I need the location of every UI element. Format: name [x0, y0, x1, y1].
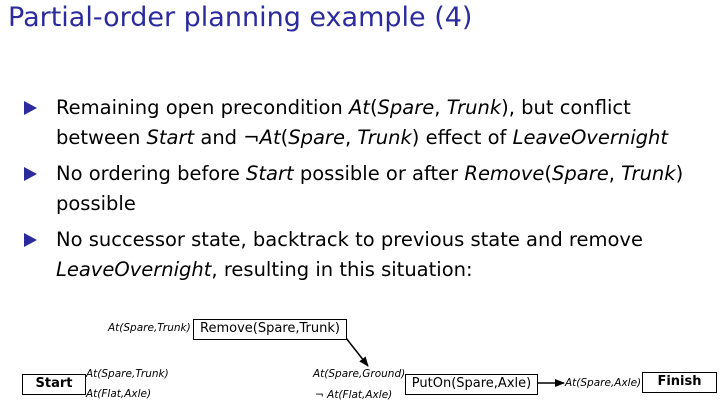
text-run: ( [280, 126, 289, 149]
text-run: , resulting in this situation: [211, 258, 473, 281]
text-run: possible [56, 192, 136, 215]
text-run: ) [675, 162, 684, 185]
finish-action-box: Finish [642, 372, 717, 393]
text-run: Start [246, 162, 294, 185]
text-run: No ordering before [56, 162, 247, 185]
text-run: , [608, 162, 622, 185]
bullet-list: Remaining open precondition At(Spare, Tr… [24, 93, 724, 291]
text-run: , [434, 96, 447, 119]
start-effect-label: At(Spare,Trunk) [86, 368, 169, 380]
text-run: Spare [288, 126, 345, 149]
text-run: Trunk [621, 162, 676, 185]
bullet-line: LeaveOvernight, resulting in this situat… [56, 255, 724, 285]
text-run: Spare [377, 96, 435, 119]
text-run: , [344, 126, 358, 149]
text-run: ) effect of [411, 126, 513, 149]
text-run: At [259, 126, 281, 149]
bullet-item: No ordering before Start possible or aft… [24, 159, 724, 219]
bullet-item: Remaining open precondition At(Spare, Tr… [24, 93, 724, 153]
text-run: At [348, 96, 370, 119]
text-run: Start [146, 126, 195, 149]
remove-action-box: Remove(Spare,Trunk) [193, 319, 347, 340]
bullet-triangle-icon [24, 167, 37, 181]
remove-precondition-label: At(Spare,Trunk) [108, 322, 191, 334]
text-run: No successor state, backtrack to previou… [56, 228, 643, 251]
text-run: ), but conflict [501, 96, 631, 119]
bullet-triangle-icon [24, 233, 37, 247]
bullet-item: No successor state, backtrack to previou… [24, 225, 724, 285]
slide-title: Partial-order planning example (4) [8, 2, 473, 33]
text-run: possible or after [293, 162, 465, 185]
text-run: Remove [464, 162, 545, 185]
text-run: LeaveOvernight [512, 126, 669, 149]
text-run: LeaveOvernight [56, 258, 212, 281]
bullet-line: No ordering before Start possible or aft… [56, 159, 724, 189]
bullet-line: No successor state, backtrack to previou… [56, 225, 724, 255]
text-run: Remaining open precondition [56, 96, 349, 119]
puton-precondition-label: At(Spare,Ground) [313, 368, 406, 380]
start-action-box: Start [22, 374, 86, 395]
bullet-line: between Start and ¬At(Spare, Trunk) effe… [56, 123, 724, 153]
text-run: ( [544, 162, 553, 185]
bullet-line: possible [56, 189, 724, 219]
puton-action-box: PutOn(Spare,Axle) [405, 374, 538, 395]
text-run: and ¬ [194, 126, 260, 149]
finish-precondition-label: At(Spare,Axle) [565, 377, 642, 389]
puton-precondition-label: ¬ At(Flat,Axle) [315, 389, 393, 401]
bullet-triangle-icon [24, 101, 37, 115]
start-effect-label: At(Flat,Axle) [86, 388, 152, 400]
text-run: between [56, 126, 147, 149]
text-run: Trunk [357, 126, 412, 149]
bullet-line: Remaining open precondition At(Spare, Tr… [56, 93, 724, 123]
text-run: Spare [552, 162, 609, 185]
text-run: ( [369, 96, 378, 119]
arrow-remove-to-puton [345, 337, 369, 367]
text-run: Trunk [446, 96, 502, 119]
